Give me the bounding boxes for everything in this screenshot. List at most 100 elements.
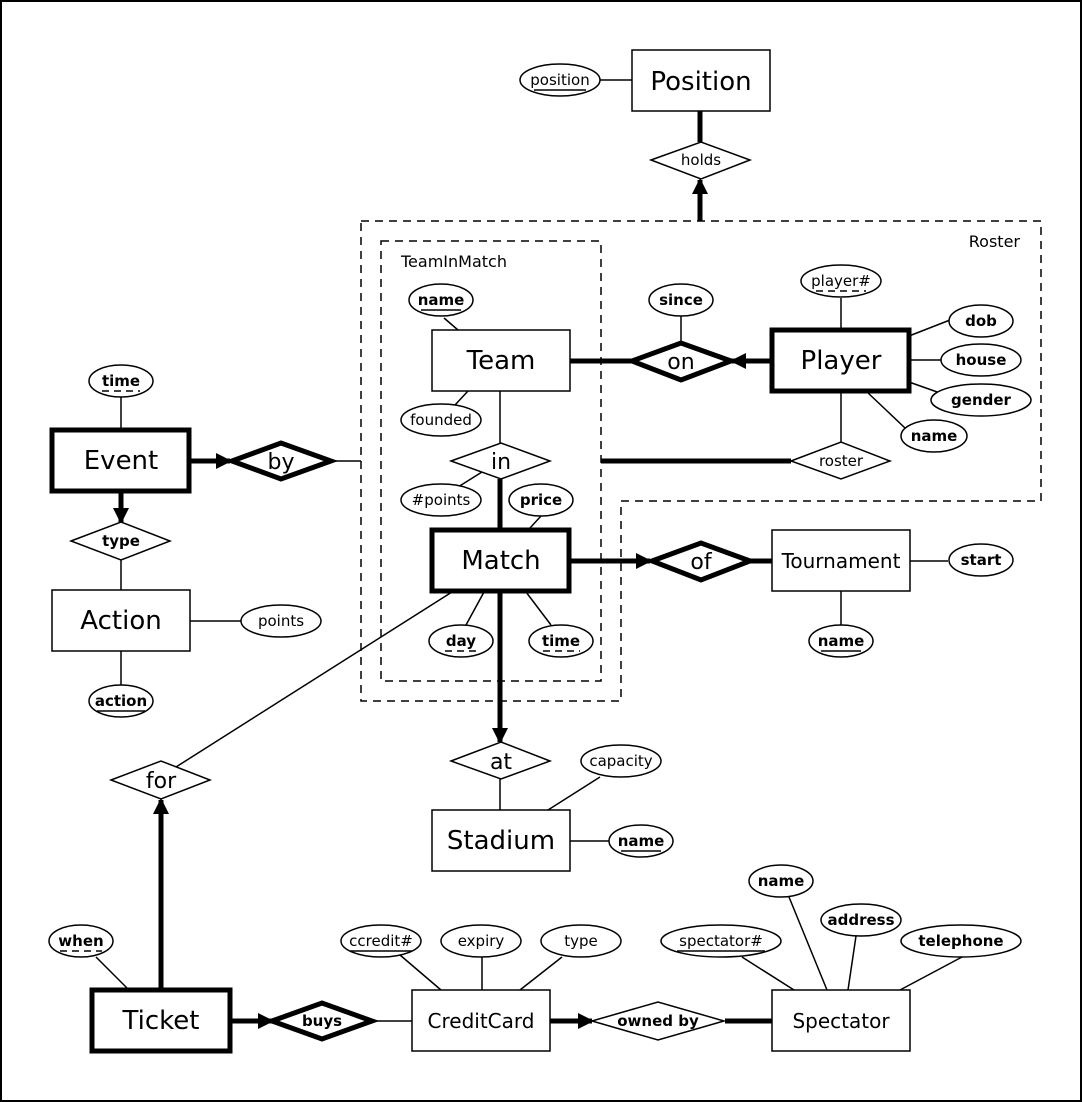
- attribute-spectator-number-label: spectator#: [679, 932, 763, 950]
- entity-match[interactable]: Match: [429, 527, 572, 594]
- attribute-spectator-name-oval: [748, 864, 814, 898]
- relationship-buys[interactable]: buys: [264, 1000, 380, 1042]
- connector-ticket-when: [95, 956, 130, 991]
- attribute-player-number[interactable]: player#: [800, 264, 882, 298]
- entity-position-label: Position: [650, 67, 751, 97]
- attribute-event-time-label: time: [102, 372, 140, 390]
- attribute-spectator-address[interactable]: address: [820, 903, 902, 937]
- attribute-ticket-when[interactable]: when: [48, 924, 114, 958]
- relationship-buys-diamond: [264, 1000, 380, 1042]
- relationship-of-diamond: [644, 540, 758, 583]
- attribute-in-points-label: #points: [412, 491, 471, 509]
- entity-spectator-box: [771, 989, 911, 1052]
- attribute-action-points[interactable]: points: [240, 604, 322, 638]
- attribute-event-time-oval: [88, 364, 154, 398]
- attribute-action-points-label: points: [258, 612, 304, 630]
- attribute-match-price-label: price: [520, 491, 562, 509]
- attribute-player-dob[interactable]: dob: [948, 304, 1014, 338]
- connector-card-ccredit: [399, 954, 442, 991]
- attribute-spectator-number[interactable]: spectator#: [660, 924, 782, 958]
- attribute-player-house[interactable]: house: [940, 343, 1022, 377]
- relationship-owned-by-label: owned by: [617, 1012, 699, 1030]
- attribute-player-name[interactable]: name: [900, 419, 968, 453]
- connector-match-time: [525, 591, 552, 626]
- relationship-of[interactable]: of: [644, 540, 758, 583]
- connector-spectator-address: [847, 935, 857, 991]
- entity-player[interactable]: Player: [769, 327, 912, 394]
- attribute-player-dob-oval: [948, 304, 1014, 338]
- attribute-action-action[interactable]: action: [88, 684, 154, 718]
- attribute-player-gender[interactable]: gender: [930, 383, 1032, 417]
- attribute-tournament-name-oval: [808, 624, 874, 658]
- relationship-buys-label: buys: [302, 1012, 342, 1030]
- attribute-card-type[interactable]: type: [540, 924, 622, 958]
- connector-card-type: [519, 956, 563, 991]
- connector-team-founded: [454, 390, 469, 406]
- relationship-owned-by[interactable]: owned by: [589, 1001, 727, 1041]
- entity-event[interactable]: Event: [49, 427, 192, 494]
- relationship-roster[interactable]: roster: [788, 441, 893, 480]
- attribute-event-time[interactable]: time: [88, 364, 154, 398]
- attribute-stadium-capacity-label: capacity: [589, 752, 652, 770]
- attribute-stadium-name[interactable]: name: [608, 824, 674, 858]
- entity-team[interactable]: Team: [431, 329, 571, 392]
- attribute-card-ccredit-oval: [340, 924, 422, 958]
- attribute-match-price[interactable]: price: [508, 483, 574, 517]
- attribute-player-number-oval: [800, 264, 882, 298]
- entity-stadium[interactable]: Stadium: [431, 809, 571, 872]
- connector-player-name: [865, 390, 906, 429]
- relationship-by-diamond: [224, 440, 339, 482]
- attribute-team-name[interactable]: name: [408, 283, 474, 317]
- attribute-team-founded-oval: [400, 403, 482, 437]
- attribute-stadium-capacity[interactable]: capacity: [580, 744, 662, 778]
- attribute-match-time[interactable]: time: [528, 624, 594, 658]
- attribute-on-since-oval: [648, 283, 714, 317]
- attribute-match-day-label: day: [446, 632, 476, 650]
- relationship-owned-by-diamond: [589, 1001, 727, 1041]
- relationship-in[interactable]: in: [448, 442, 553, 480]
- attribute-tournament-start[interactable]: start: [948, 543, 1014, 577]
- entity-ticket[interactable]: Ticket: [89, 987, 233, 1054]
- attribute-player-name-label: name: [911, 427, 958, 445]
- relationship-type[interactable]: type: [68, 521, 173, 561]
- attribute-tournament-name[interactable]: name: [808, 624, 874, 658]
- entity-spectator[interactable]: Spectator: [771, 989, 911, 1052]
- relationship-at[interactable]: at: [448, 741, 553, 780]
- roster-aggregation: [360, 220, 1042, 702]
- attribute-spectator-name[interactable]: name: [748, 864, 814, 898]
- attribute-team-founded[interactable]: founded: [400, 403, 482, 437]
- connector-team-name: [443, 317, 459, 331]
- entity-position[interactable]: Position: [631, 49, 771, 112]
- attribute-in-points[interactable]: #points: [400, 483, 482, 517]
- aggregations: Roster TeamInMatch: [360, 220, 1042, 702]
- attribute-team-founded-label: founded: [410, 411, 472, 429]
- attribute-card-expiry[interactable]: expiry: [440, 924, 522, 958]
- attribute-position[interactable]: position: [519, 63, 601, 97]
- relationship-holds[interactable]: holds: [648, 141, 753, 180]
- relationship-on[interactable]: on: [624, 340, 739, 383]
- relationship-on-label: on: [667, 350, 694, 375]
- attribute-tournament-name-label: name: [818, 632, 865, 650]
- relationship-for[interactable]: for: [108, 760, 213, 800]
- attribute-card-ccredit[interactable]: ccredit#: [340, 924, 422, 958]
- relationship-by-label: by: [268, 450, 295, 475]
- attribute-on-since-label: since: [659, 291, 703, 309]
- attribute-card-type-label: type: [564, 932, 598, 950]
- attribute-player-house-label: house: [956, 351, 1007, 369]
- entity-event-label: Event: [84, 446, 158, 476]
- entity-stadium-label: Stadium: [447, 826, 555, 856]
- connector-stadium-capacity: [547, 776, 601, 811]
- attribute-ticket-when-label: when: [58, 932, 103, 950]
- entity-action[interactable]: Action: [51, 589, 191, 652]
- relationship-by[interactable]: by: [224, 440, 339, 482]
- entity-creditcard[interactable]: CreditCard: [411, 989, 551, 1052]
- attribute-player-gender-label: gender: [951, 391, 1012, 409]
- entity-match-label: Match: [461, 546, 540, 576]
- attribute-spectator-telephone[interactable]: telephone: [900, 924, 1022, 958]
- attribute-action-points-oval: [240, 604, 322, 638]
- entity-tournament[interactable]: Tournament: [771, 529, 911, 592]
- attribute-match-day[interactable]: day: [428, 624, 494, 658]
- teaminmatch-aggregation: [380, 240, 602, 682]
- attribute-on-since[interactable]: since: [648, 283, 714, 317]
